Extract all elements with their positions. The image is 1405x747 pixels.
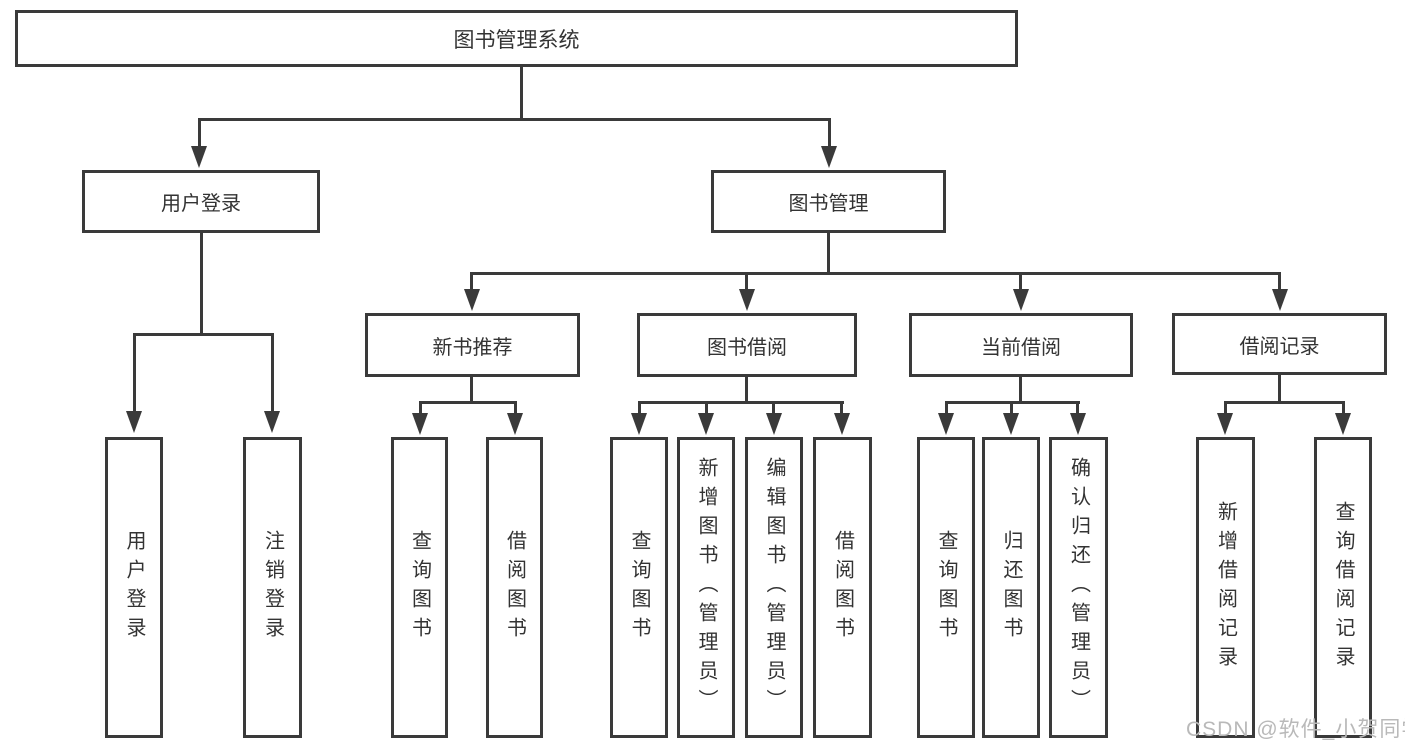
- connector-line-v: [470, 272, 473, 292]
- connector-line-v: [198, 118, 201, 150]
- node-borrow-records: 借阅记录: [1172, 313, 1387, 375]
- leaf-logout: 注销登录: [243, 437, 302, 738]
- connector-line-v: [745, 375, 748, 404]
- leaf-query-borrow-record: 查询借阅记录: [1314, 437, 1372, 738]
- connector-line-h: [470, 272, 1281, 275]
- connector-line-v: [945, 401, 948, 416]
- connector-line-h: [133, 333, 274, 336]
- node-book-borrow: 图书借阅: [637, 313, 857, 377]
- connector-line-v: [705, 401, 708, 416]
- arrow-down-icon: [1070, 413, 1086, 435]
- arrow-down-icon: [464, 289, 480, 311]
- leaf-edit-book-admin: 编辑图书（管理员）: [745, 437, 803, 738]
- connector-line-v: [1010, 401, 1013, 416]
- connector-line-v: [840, 401, 843, 416]
- connector-line-v: [1224, 401, 1227, 416]
- connector-line-h: [419, 401, 517, 404]
- node-label: 新增图书（管理员）: [695, 457, 717, 718]
- arrow-down-icon: [631, 413, 647, 435]
- node-user-login: 用户登录: [82, 170, 320, 233]
- arrow-down-icon: [1335, 413, 1351, 435]
- node-label: 归还图书: [1000, 529, 1022, 646]
- leaf-borrow-books-recommend: 借阅图书: [486, 437, 543, 738]
- node-label: 确认归还（管理员）: [1067, 457, 1090, 718]
- node-book-management: 图书管理: [711, 170, 946, 233]
- connector-line-v: [638, 401, 641, 416]
- arrow-down-icon: [938, 413, 954, 435]
- leaf-confirm-return-admin: 确认归还（管理员）: [1049, 437, 1108, 738]
- arrow-down-icon: [126, 411, 142, 433]
- node-label: 借阅图书: [503, 529, 526, 646]
- connector-line-v: [200, 231, 203, 336]
- node-label: 用户登录: [161, 193, 241, 215]
- arrow-down-icon: [191, 146, 207, 168]
- node-label: 注销登录: [261, 529, 284, 646]
- arrow-down-icon: [1013, 289, 1029, 311]
- leaf-borrow-books: 借阅图书: [813, 437, 872, 738]
- node-label: 新增借阅记录: [1214, 500, 1237, 675]
- connector-line-v: [827, 231, 830, 275]
- node-label: 图书管理: [788, 193, 869, 215]
- leaf-query-books-recommend: 查询图书: [391, 437, 448, 738]
- connector-line-v: [133, 333, 136, 413]
- node-label: 编辑图书（管理员）: [763, 457, 785, 718]
- node-library-system: 图书管理系统: [15, 10, 1018, 67]
- node-label: 图书管理系统: [453, 28, 580, 52]
- connector-line-v: [1278, 272, 1281, 292]
- node-label: 借阅图书: [831, 529, 854, 646]
- node-label: 查询图书: [408, 529, 431, 646]
- node-label: 图书借阅: [707, 336, 787, 359]
- connector-line-v: [1278, 373, 1281, 404]
- node-label: 借阅记录: [1239, 335, 1320, 358]
- leaf-return-book: 归还图书: [982, 437, 1040, 738]
- node-label: 用户登录: [123, 529, 145, 646]
- connector-line-v: [1342, 401, 1345, 416]
- node-label: 当前借阅: [981, 336, 1061, 359]
- node-label: 查询图书: [935, 529, 957, 646]
- arrow-down-icon: [834, 413, 850, 435]
- connector-line-v: [271, 333, 274, 413]
- connector-line-h: [1224, 401, 1345, 404]
- leaf-query-books-borrow: 查询图书: [610, 437, 668, 738]
- connector-line-h: [198, 118, 831, 121]
- arrow-down-icon: [412, 413, 428, 435]
- arrow-down-icon: [507, 413, 523, 435]
- connector-line-v: [1019, 375, 1022, 404]
- connector-line-v: [745, 272, 748, 292]
- leaf-user-login: 用户登录: [105, 437, 163, 738]
- connector-line-v: [514, 401, 517, 416]
- connector-line-v: [1019, 272, 1022, 292]
- arrow-down-icon: [821, 146, 837, 168]
- leaf-add-borrow-record: 新增借阅记录: [1196, 437, 1255, 738]
- connector-line-h: [638, 401, 844, 404]
- connector-line-v: [419, 401, 422, 416]
- node-label: 新书推荐: [432, 336, 513, 359]
- connector-line-v: [520, 66, 523, 121]
- leaf-add-book-admin: 新增图书（管理员）: [677, 437, 735, 738]
- node-label: 查询图书: [628, 529, 650, 646]
- connector-line-v: [772, 401, 775, 416]
- connector-line-v: [1076, 401, 1079, 416]
- arrow-down-icon: [264, 411, 280, 433]
- node-label: 查询借阅记录: [1332, 500, 1354, 675]
- connector-line-v: [470, 375, 473, 404]
- arrow-down-icon: [739, 289, 755, 311]
- arrow-down-icon: [1003, 413, 1019, 435]
- node-current-borrow: 当前借阅: [909, 313, 1133, 377]
- arrow-down-icon: [698, 413, 714, 435]
- leaf-query-books-current: 查询图书: [917, 437, 975, 738]
- arrow-down-icon: [1217, 413, 1233, 435]
- node-new-book-recommend: 新书推荐: [365, 313, 580, 377]
- arrow-down-icon: [766, 413, 782, 435]
- watermark: CSDN @软件_小贺同学: [1186, 718, 1405, 741]
- arrow-down-icon: [1272, 289, 1288, 311]
- connector-line-v: [828, 118, 831, 150]
